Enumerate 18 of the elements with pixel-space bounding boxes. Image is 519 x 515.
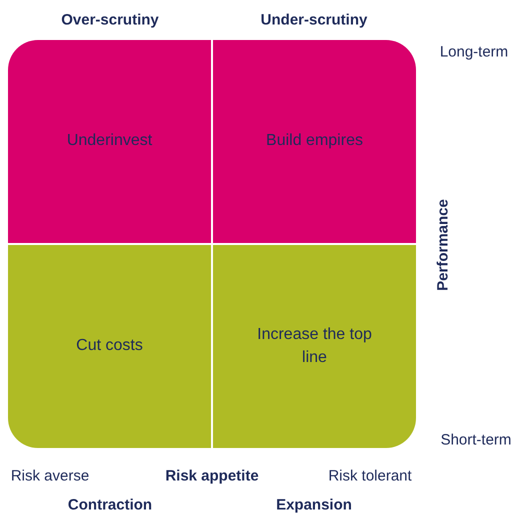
- quadrant-box: [8, 245, 211, 448]
- axis-end-label: Risk tolerant: [328, 468, 412, 484]
- quadrant-label: Cut costs: [76, 336, 143, 356]
- quadrant-label: Build empires: [266, 131, 363, 152]
- axis-title: Risk appetite: [165, 468, 259, 484]
- axis-title: Performance: [434, 199, 452, 291]
- quadrant-box: [8, 40, 211, 243]
- axis-end-label: Long-term: [440, 44, 508, 60]
- quadrant-label: Underinvest: [66, 131, 152, 152]
- quadrant-box: [213, 40, 416, 243]
- axis-end-label: Short-term: [440, 432, 512, 448]
- column-heading: Over-scrutiny: [61, 12, 159, 28]
- axis-end-label: Risk averse: [10, 468, 90, 484]
- quadrant-box: [213, 245, 416, 448]
- column-heading: Expansion: [276, 496, 352, 514]
- quadrant-label: Increase the top line: [256, 325, 373, 368]
- column-heading: Under-scrutiny: [260, 12, 368, 28]
- column-heading: Contraction: [68, 496, 152, 514]
